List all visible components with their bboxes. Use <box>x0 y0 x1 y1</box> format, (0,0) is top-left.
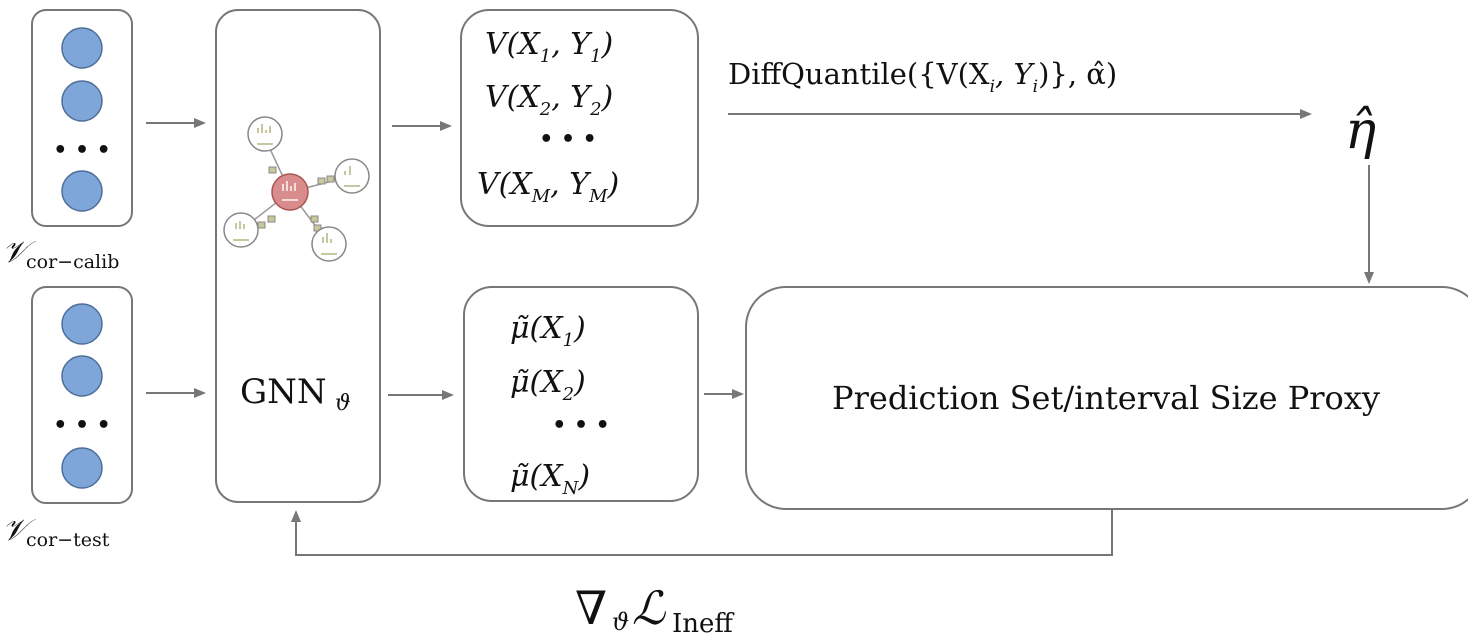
predictions-ellipsis: • • • <box>552 413 610 438</box>
test-node-3 <box>61 447 103 489</box>
test-node-1 <box>61 303 103 345</box>
calib-ellipsis: • • • <box>53 138 111 163</box>
calib-node-3 <box>61 170 103 212</box>
svg-text:V(X2, Y2): V(X2, Y2) <box>485 80 613 120</box>
svg-text:V(XM, YM): V(XM, YM) <box>477 167 619 207</box>
graph-illustration <box>223 116 370 262</box>
gnn-block: GNN ϑ <box>215 9 381 503</box>
scores-block: V(X1, Y1) V(X2, Y2) • • • V(XM, YM) <box>460 9 699 227</box>
graph-node-right <box>334 158 370 194</box>
graph-node-left <box>223 212 259 248</box>
score-item-3: V(XM, YM) <box>477 167 619 207</box>
svg-text:μ̃(X2): μ̃(X2) <box>510 365 586 405</box>
predictions-block: μ̃(X1) μ̃(X2) • • • μ̃(XN) <box>463 286 699 502</box>
test-label-sub: cor−test <box>26 529 110 551</box>
loss-nabla: ∇ <box>575 581 607 634</box>
prediction-item-1: μ̃(X1) <box>510 311 586 351</box>
loss-script: ℒ <box>632 581 666 634</box>
svg-text:μ̃(X1): μ̃(X1) <box>510 311 586 351</box>
scores-box <box>460 9 699 227</box>
arrow-loss-feedback <box>291 510 1113 556</box>
quantile-step: DiffQuantile({V(Xi, Yi)}, α̂) <box>728 57 1312 119</box>
calib-label: 𝒱 cor−calib <box>2 235 119 273</box>
score-item-2: V(X2, Y2) <box>485 80 613 120</box>
calib-node-column: • • • <box>31 9 133 227</box>
calib-label-sub: cor−calib <box>26 251 119 273</box>
loss-script-sub: Ineff <box>672 609 735 634</box>
graph-node-bottom <box>311 226 347 262</box>
gnn-box <box>215 9 381 503</box>
svg-text:V(X1, Y1): V(X1, Y1) <box>485 27 613 67</box>
proxy-label: Prediction Set/interval Size Proxy <box>832 379 1380 417</box>
scores-ellipsis: • • • <box>539 127 597 152</box>
graph-node-top <box>247 116 283 152</box>
quantile-label: DiffQuantile({V(Xi, Yi)}, α̂) <box>728 57 1117 97</box>
test-node-2 <box>61 355 103 397</box>
test-ellipsis: • • • <box>53 413 111 438</box>
calib-node-2 <box>61 80 103 122</box>
gnn-label: GNN <box>240 372 327 412</box>
predictions-box <box>463 286 699 502</box>
loss-nabla-sub: ϑ <box>612 608 629 634</box>
proxy-box <box>745 286 1468 510</box>
eta-label: η̂ <box>1345 101 1376 161</box>
prediction-item-3: μ̃(XN) <box>510 459 590 499</box>
proxy-block: Prediction Set/interval Size Proxy <box>745 286 1468 510</box>
prediction-item-2: μ̃(X2) <box>510 365 586 405</box>
gnn-label-sub: ϑ <box>335 391 351 416</box>
test-node-column: • • • <box>31 286 133 504</box>
test-label: 𝒱 cor−test <box>2 513 110 551</box>
loss-label: ∇ ϑ ℒ Ineff <box>575 581 735 634</box>
calib-node-1 <box>61 27 103 69</box>
svg-text:μ̃(XN): μ̃(XN) <box>510 459 590 499</box>
score-item-1: V(X1, Y1) <box>485 27 613 67</box>
graph-node-center <box>271 173 309 211</box>
